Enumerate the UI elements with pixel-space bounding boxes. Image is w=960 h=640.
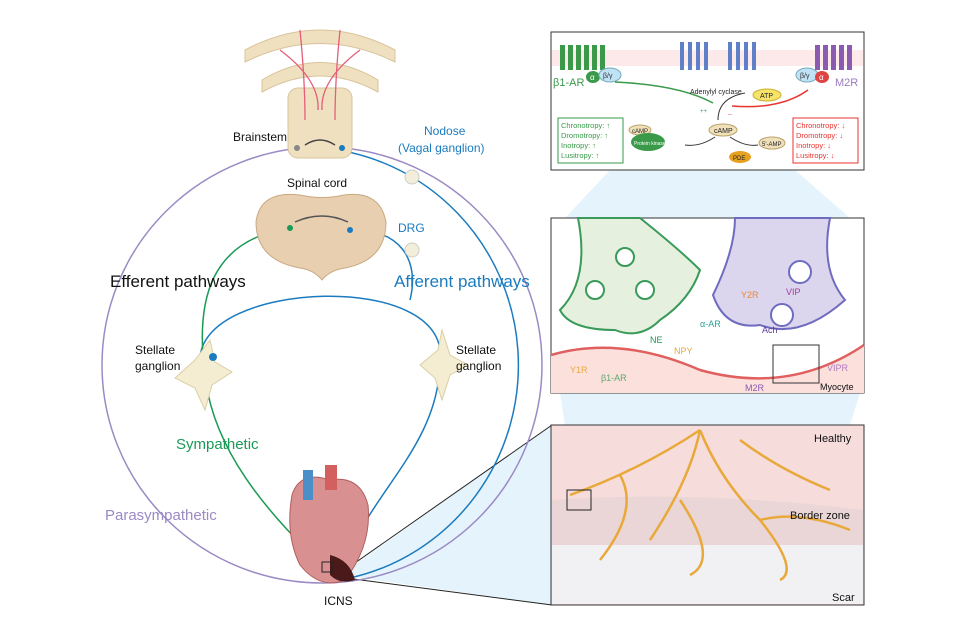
nerve-fibers — [569, 428, 851, 582]
alpha-i-label: α — [819, 73, 824, 82]
brainstem-illustration — [244, 29, 396, 159]
parasympathetic-terminal — [711, 217, 847, 331]
stellate-ganglion-right — [419, 328, 470, 402]
efferent-pathways-label: Efferent pathways — [110, 272, 246, 291]
alpha-s-label: α — [590, 73, 595, 82]
stellate-right-label-line2: ganglion — [456, 359, 501, 373]
vipr-label: VIPR — [827, 363, 849, 373]
nodose-label: Nodose — [424, 124, 466, 138]
spinal-cord-illustration — [255, 193, 387, 281]
sympathetic-label: Sympathetic — [176, 436, 259, 453]
y1r-label: Y1R — [570, 365, 588, 375]
adenylyl-cyclase-label: Adenylyl cyclase — [690, 89, 742, 96]
beta-gamma-right-label: β/γ — [800, 73, 810, 80]
npy-label: NPY — [674, 346, 693, 356]
zoom-cone-top — [565, 170, 850, 218]
b1ar-label: β1-AR — [553, 77, 584, 89]
pde-label: PDE — [733, 156, 745, 162]
stellate-right-label: Stellate — [456, 343, 496, 357]
vip-label: VIP — [786, 287, 801, 297]
minus-label: -- — [728, 112, 732, 118]
heart-illustration — [289, 465, 369, 584]
plus-label: ++ — [700, 109, 708, 115]
b1ar-receptor-icon — [560, 45, 605, 83]
y2r-label: Y2R — [741, 290, 759, 300]
myocyte-label: Myocyte — [820, 382, 854, 392]
parasympathetic-label: Parasympathetic — [105, 507, 217, 524]
effect-down-chronotropy: Chronotropy: ↓ — [796, 121, 845, 130]
ne-label: NE — [650, 335, 663, 345]
nodose-ganglion — [404, 169, 420, 185]
effect-up-inotropy: Inotropy: ↑ — [561, 141, 596, 150]
camp-pka-label: cAMP — [632, 129, 648, 135]
beta-gamma-left-label: β/γ — [603, 73, 613, 80]
m2r-receptor-icon — [815, 45, 852, 70]
m2r-label: M2R — [835, 77, 858, 89]
vagal-ganglion-label: (Vagal ganglion) — [398, 141, 485, 155]
adenylyl-cyclase-icon — [680, 42, 756, 70]
zoom-cone-middle — [560, 393, 860, 425]
effect-down-lusitropy: Lusitropy: ↓ — [796, 151, 834, 160]
atp-label: ATP — [760, 93, 773, 100]
drg-label: DRG — [398, 221, 425, 235]
afferent-spinal-loop — [199, 295, 441, 571]
effect-up-dromotropy: Dromotropy: ↑ — [561, 131, 608, 140]
brainstem-label: Brainstem — [233, 130, 287, 144]
stellate-left-label: Stellate — [135, 343, 175, 357]
alpha-ar-label: α-AR — [700, 319, 721, 329]
b1ar-synapse-label: β1-AR — [601, 373, 627, 383]
effect-up-chronotropy: Chronotropy: ↑ — [561, 121, 610, 130]
five-amp-label: 5'-AMP — [762, 142, 781, 148]
effect-down-dromotropy: Dromotropy: ↓ — [796, 131, 843, 140]
ach-label: Ach — [762, 325, 778, 335]
icns-label: ICNS — [324, 594, 353, 608]
scar-label: Scar — [832, 592, 855, 604]
m2r-synapse-label: M2R — [745, 383, 765, 393]
effect-up-lusitropy: Lusitropy: ↑ — [561, 151, 599, 160]
border-zone-label: Border zone — [790, 510, 850, 522]
stellate-ganglion-left — [174, 338, 233, 412]
stellate-left-label-line2: ganglion — [135, 359, 180, 373]
effect-down-inotropy: Inotropy: ↓ — [796, 141, 831, 150]
spinal-cord-label: Spinal cord — [287, 176, 347, 190]
beta-gamma-subunit — [598, 67, 622, 83]
drg-ganglion — [404, 242, 420, 258]
camp-label: cAMP — [714, 128, 733, 135]
zoom-cone-bottom — [340, 425, 552, 605]
healthy-label: Healthy — [814, 433, 852, 445]
sympathetic-terminal — [558, 217, 702, 335]
pka-label: Protein kinase A — [634, 141, 671, 147]
afferent-pathways-label: Afferent pathways — [394, 272, 530, 291]
